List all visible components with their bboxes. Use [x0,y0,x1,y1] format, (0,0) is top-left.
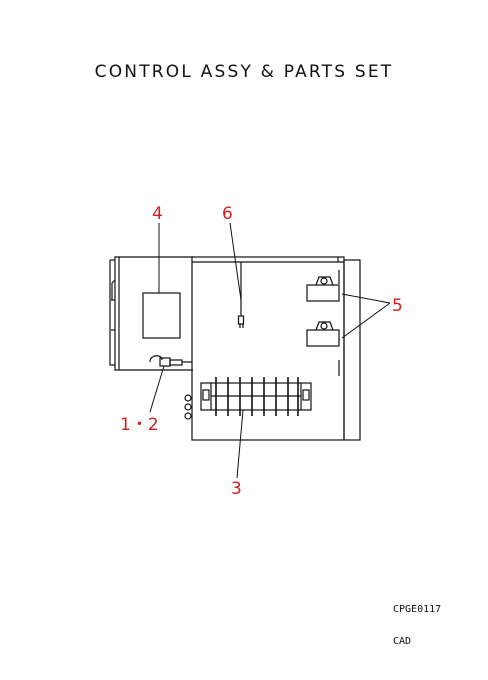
side-screws [184,394,192,420]
callout-3: 3 [231,479,242,499]
thermistor-lead [237,262,245,328]
drawing-code: CPGE0117 [393,604,442,615]
fuse-connector [149,355,192,367]
control-pcb [142,292,181,339]
terminal-block [200,377,312,416]
relay-lower [306,321,340,347]
diagram-title: CONTROL ASSY & PARTS SET [94,62,394,82]
leader-lines [149,222,391,479]
callout-1-2: 1・2 [120,415,159,435]
footer-label: CAD [393,636,412,647]
callout-6: 6 [222,204,233,224]
control-box-outline [109,256,193,371]
callout-5: 5 [392,296,403,316]
main-panel-outline [191,256,361,441]
callout-4: 4 [152,204,163,224]
relay-upper [306,276,340,302]
